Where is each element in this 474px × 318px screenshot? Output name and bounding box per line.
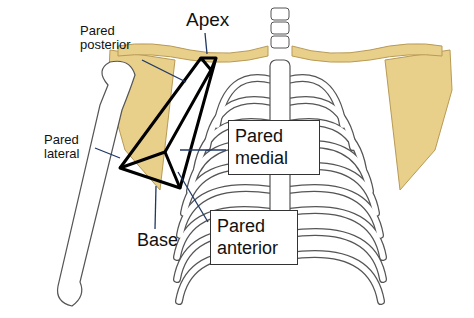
axilla-pyramid	[120, 58, 216, 188]
humerus	[58, 61, 135, 306]
wall-label: Pared lateral	[44, 133, 96, 162]
box-text: Pared medial	[235, 126, 313, 169]
label-box: Pared medial	[228, 120, 320, 175]
wall-label: Pared posterior	[80, 24, 148, 53]
apex-label: Apex	[186, 10, 246, 31]
label-box: Pared anterior	[210, 210, 298, 265]
clavicle	[118, 44, 442, 63]
box-text: Pared anterior	[217, 216, 291, 259]
vertebrae	[271, 8, 289, 48]
base-label: Base	[137, 231, 187, 251]
